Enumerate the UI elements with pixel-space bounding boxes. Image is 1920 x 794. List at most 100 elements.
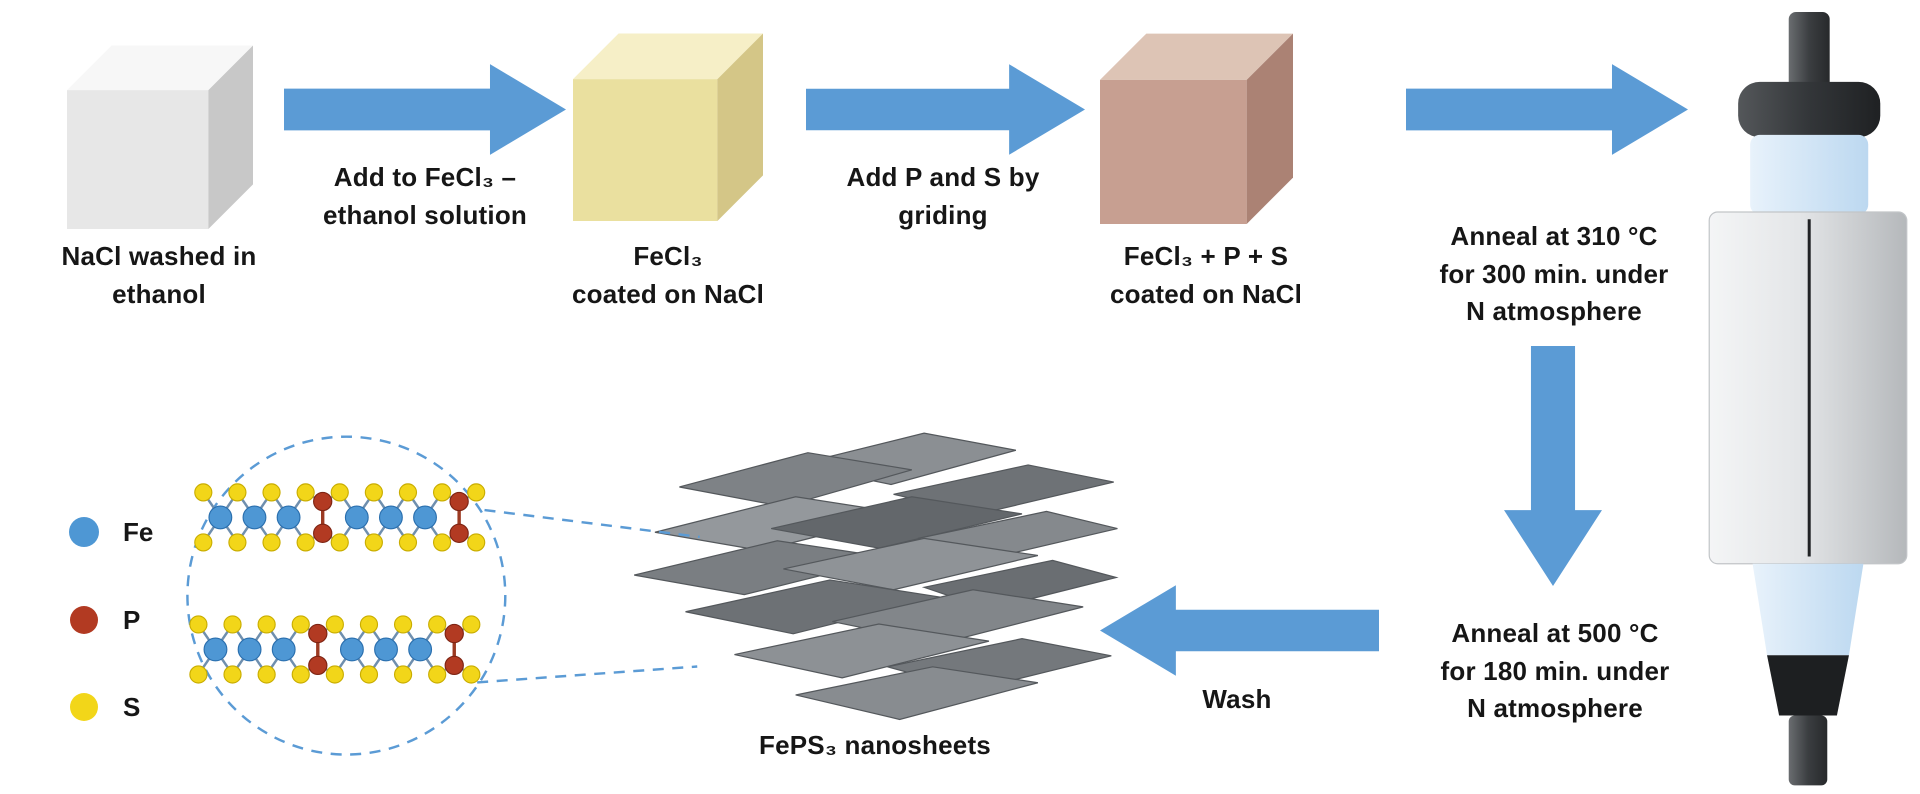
ampoule-bottom-cap: [1767, 655, 1849, 716]
legend-label-s: S: [123, 691, 141, 722]
s-atom: [364, 533, 383, 552]
block-arrow-shape: [284, 64, 566, 155]
arrow-down: [1504, 346, 1602, 586]
fe-atom: [413, 505, 437, 530]
s-swatch-icon: [70, 693, 98, 721]
ampoule-bottom-liquid: [1752, 563, 1864, 656]
ampoule-bottom-rod: [1788, 715, 1828, 786]
cube-top-face: [573, 33, 763, 80]
s-atom: [228, 533, 247, 552]
p-atom: [449, 523, 469, 543]
s-atom: [330, 483, 349, 502]
cube-top-face: [67, 45, 253, 91]
ampoule-top-cap: [1738, 81, 1881, 138]
crystal-layer: [189, 615, 481, 684]
fe-atom: [374, 637, 398, 662]
p-atom: [444, 623, 464, 644]
p-atom: [313, 491, 333, 512]
s-atom: [189, 615, 208, 634]
s-atom: [223, 665, 242, 684]
s-atom: [330, 533, 349, 552]
cube-top-face: [1100, 33, 1293, 80]
cube-front-face: [67, 90, 209, 229]
s-atom: [291, 665, 310, 684]
block-arrow-shape: [1504, 346, 1602, 586]
s-atom: [257, 615, 276, 634]
s-atom: [194, 533, 213, 552]
legend-item-fe: Fe: [67, 515, 153, 549]
ampoule-neck-liquid: [1750, 134, 1869, 215]
arrow-left-wash: [1100, 585, 1379, 676]
fe-swatch-icon: [69, 517, 99, 547]
s-atom: [262, 533, 281, 552]
p-atom: [444, 655, 464, 676]
p-atom: [308, 655, 328, 676]
block-arrow-shape: [1406, 64, 1688, 155]
cube-side-face: [717, 33, 763, 221]
cube-side-face: [208, 45, 253, 229]
nanosheet: [734, 623, 990, 679]
fe-atom: [242, 505, 267, 530]
fe-atom: [339, 637, 364, 662]
p-atom: [449, 491, 469, 512]
s-atom: [467, 483, 486, 502]
s-atom: [325, 665, 344, 684]
s-atom: [364, 483, 383, 502]
s-atom: [228, 483, 247, 502]
zoom-connector-line: [477, 665, 698, 684]
anneal1-label: Anneal at 310 °C for 300 min. under N at…: [1439, 221, 1669, 327]
s-atom: [393, 615, 413, 634]
p-swatch-icon: [70, 606, 98, 634]
s-atom: [428, 665, 447, 684]
fe-atom: [203, 637, 228, 662]
nacl-cube: [67, 45, 253, 229]
s-atom: [432, 533, 452, 552]
ampoule-illustration: [1708, 12, 1908, 786]
s-atom: [428, 615, 447, 634]
product-label: FePS₃ nanosheets: [759, 730, 991, 760]
fe-atom: [276, 505, 301, 530]
arrow-right-2: [806, 64, 1085, 155]
s-atom: [432, 483, 452, 502]
legend-label-p: P: [123, 604, 141, 635]
cube-front-face: [1100, 79, 1247, 224]
fecl3-p-s-cube-label: FeCl₃ + P + S coated on NaCl: [1109, 241, 1303, 309]
fe-atom: [408, 637, 433, 662]
fecl3-cube: [573, 33, 763, 221]
legend-label-fe: Fe: [123, 516, 154, 547]
s-atom: [462, 665, 481, 684]
legend-item-s: S: [67, 690, 140, 724]
structure-zoom: [186, 435, 700, 756]
s-atom: [296, 533, 315, 552]
block-arrow-shape: [806, 64, 1085, 155]
anneal2-label: Anneal at 500 °C for 180 min. under N at…: [1440, 618, 1670, 724]
s-atom: [398, 483, 418, 502]
s-atom: [257, 665, 276, 684]
nanosheet: [783, 537, 1039, 591]
s-atom: [462, 615, 481, 634]
s-atom: [223, 615, 242, 634]
crystal-layer: [194, 483, 486, 552]
p-atom: [313, 523, 333, 543]
s-atom: [291, 615, 310, 634]
arrow2-label: Add P and S by griding: [846, 162, 1040, 230]
fecl3-cube-label: FeCl₃ coated on NaCl: [571, 241, 765, 309]
cube-side-face: [1246, 33, 1293, 224]
block-arrow-shape: [1100, 585, 1379, 676]
legend-item-p: P: [67, 603, 140, 637]
arrow-right-3: [1406, 64, 1688, 155]
s-atom: [325, 615, 344, 634]
fe-atom: [271, 637, 296, 662]
cube-front-face: [573, 79, 718, 221]
nanosheet: [679, 452, 913, 508]
nanosheets-illustration: [633, 432, 1119, 721]
s-atom: [194, 483, 213, 502]
zoom-connector-line: [484, 508, 700, 539]
arrow-right-1: [284, 64, 566, 155]
wash-label: Wash: [1202, 684, 1272, 714]
s-atom: [359, 665, 379, 684]
fecl3-p-s-cube: [1100, 33, 1293, 224]
fe-atom: [378, 505, 403, 530]
fe-atom: [344, 505, 369, 530]
s-atom: [393, 665, 413, 684]
